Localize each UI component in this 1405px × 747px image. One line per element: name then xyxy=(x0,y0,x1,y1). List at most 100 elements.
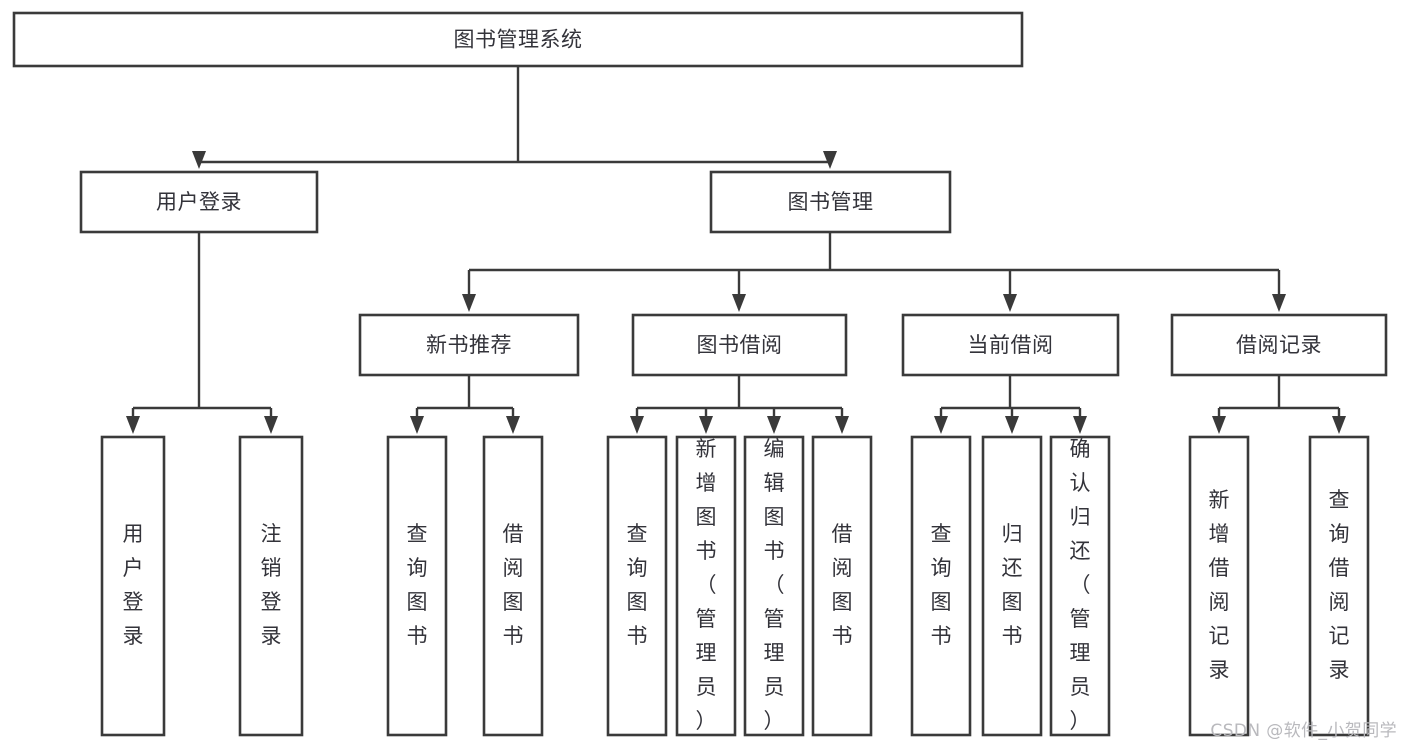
svg-text:管: 管 xyxy=(696,607,717,631)
node-leaf-query-book-3-box[interactable] xyxy=(910,435,972,737)
svg-text:辑: 辑 xyxy=(764,471,785,495)
node-new-book-recommend[interactable]: 新书推荐 xyxy=(358,313,580,377)
svg-text:管: 管 xyxy=(1070,607,1091,631)
svg-text:员: 员 xyxy=(764,675,785,699)
svg-text:图: 图 xyxy=(1002,590,1023,614)
node-leaf-query-book-2-box[interactable] xyxy=(606,435,668,737)
svg-text:（: （ xyxy=(1070,573,1091,597)
svg-text:理: 理 xyxy=(764,641,785,665)
svg-text:增: 增 xyxy=(696,471,717,495)
svg-text:书: 书 xyxy=(764,539,785,563)
svg-text:还: 还 xyxy=(1070,539,1091,563)
node-leaf-user-logout-box[interactable] xyxy=(238,435,304,737)
svg-text:认: 认 xyxy=(1070,471,1091,495)
svg-text:录: 录 xyxy=(1329,658,1350,682)
svg-text:新: 新 xyxy=(1209,488,1230,512)
svg-text:（: （ xyxy=(764,573,785,597)
node-new-book-recommend-label: 新书推荐 xyxy=(426,333,512,357)
svg-text:员: 员 xyxy=(1070,675,1091,699)
node-root-label: 图书管理系统 xyxy=(454,28,583,52)
node-book-manage-box[interactable] xyxy=(709,170,952,234)
svg-text:）: ） xyxy=(1070,709,1091,733)
node-user-login-box[interactable] xyxy=(79,170,319,234)
svg-text:查: 查 xyxy=(627,522,648,546)
svg-text:借: 借 xyxy=(503,522,524,546)
connector-root-to-level2 xyxy=(192,66,837,169)
svg-text:用: 用 xyxy=(123,522,144,546)
svg-text:员: 员 xyxy=(696,675,717,699)
svg-text:询: 询 xyxy=(407,556,428,580)
node-current-borrow-label: 当前借阅 xyxy=(968,333,1054,357)
node-root[interactable]: 图书管理系统 xyxy=(12,11,1024,68)
svg-text:图: 图 xyxy=(407,590,428,614)
node-borrow-record[interactable]: 借阅记录 xyxy=(1170,313,1388,377)
svg-text:查: 查 xyxy=(1329,488,1350,512)
connector-recommend-to-leaves xyxy=(410,375,520,434)
node-current-borrow-box[interactable] xyxy=(901,313,1120,377)
svg-text:注: 注 xyxy=(261,522,282,546)
csdn-watermark: CSDN @软件_小贺同学 xyxy=(1210,721,1397,741)
svg-text:录: 录 xyxy=(1209,658,1230,682)
svg-text:阅: 阅 xyxy=(1209,590,1230,614)
svg-text:图: 图 xyxy=(931,590,952,614)
svg-text:询: 询 xyxy=(1329,522,1350,546)
svg-text:理: 理 xyxy=(1070,641,1091,665)
node-book-borrow[interactable]: 图书借阅 xyxy=(631,313,848,377)
svg-text:）: ） xyxy=(696,709,717,733)
svg-text:书: 书 xyxy=(696,539,717,563)
svg-text:新: 新 xyxy=(696,437,717,461)
node-leaf-edit-book-admin-box[interactable] xyxy=(743,435,805,737)
node-leaf-confirm-return-admin-box[interactable] xyxy=(1049,435,1111,737)
svg-text:归: 归 xyxy=(1070,505,1091,529)
node-leaf-query-borrow-record-box[interactable] xyxy=(1308,435,1370,737)
svg-text:记: 记 xyxy=(1209,624,1230,648)
connector-user-login-to-leaves xyxy=(126,232,278,434)
node-leaf-borrow-book-1-box[interactable] xyxy=(482,435,544,737)
svg-text:书: 书 xyxy=(931,624,952,648)
svg-text:询: 询 xyxy=(931,556,952,580)
node-leaf-return-book-box[interactable] xyxy=(981,435,1043,737)
node-new-book-recommend-box[interactable] xyxy=(358,313,580,377)
node-root-box[interactable] xyxy=(12,11,1024,68)
svg-text:借: 借 xyxy=(1209,556,1230,580)
svg-text:查: 查 xyxy=(931,522,952,546)
node-book-manage[interactable]: 图书管理 xyxy=(709,170,952,234)
node-leaf-user-login-box[interactable] xyxy=(100,435,166,737)
svg-text:借: 借 xyxy=(832,522,853,546)
svg-text:（: （ xyxy=(696,573,717,597)
node-current-borrow[interactable]: 当前借阅 xyxy=(901,313,1120,377)
node-user-login[interactable]: 用户登录 xyxy=(79,170,319,234)
node-leaf-add-borrow-record-box[interactable] xyxy=(1188,435,1250,737)
node-leaf-user-login[interactable]: 用户登录 xyxy=(100,435,166,737)
node-borrow-record-box[interactable] xyxy=(1170,313,1388,377)
node-leaf-add-book-admin-box[interactable] xyxy=(675,435,737,737)
svg-text:图: 图 xyxy=(627,590,648,614)
svg-text:图: 图 xyxy=(503,590,524,614)
svg-text:增: 增 xyxy=(1209,522,1230,546)
node-leaf-query-book-1-box[interactable] xyxy=(386,435,448,737)
node-book-borrow-box[interactable] xyxy=(631,313,848,377)
svg-text:录: 录 xyxy=(261,624,282,648)
node-leaf-borrow-book-2-box[interactable] xyxy=(811,435,873,737)
svg-text:理: 理 xyxy=(696,641,717,665)
